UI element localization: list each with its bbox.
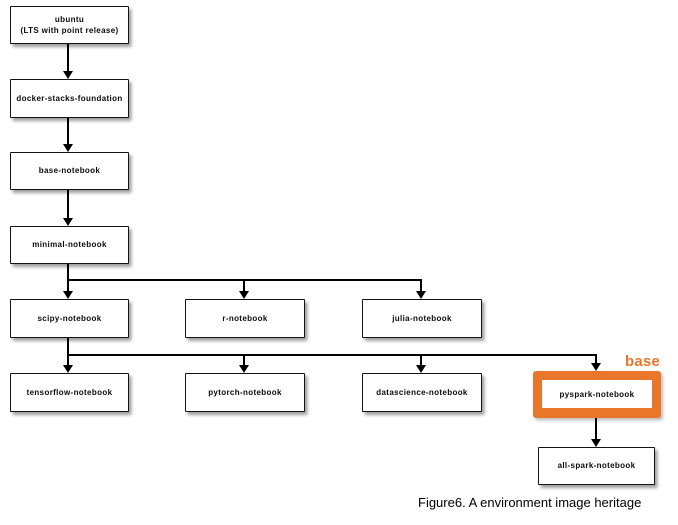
node-label: base-notebook [38,166,101,176]
figure-caption: Figure6. A environment image heritage [418,495,642,510]
arrowhead-icon [239,365,249,373]
highlight-frame: pyspark-notebook [533,371,661,418]
node-pyspark-notebook: pyspark-notebook [542,380,652,408]
node-label: pytorch-notebook [208,387,282,397]
arrowhead-icon [591,439,601,447]
edge-branch2-pytorch [243,354,245,365]
node-r-notebook: r-notebook [185,299,305,338]
arrowhead-icon [63,144,73,152]
node-ubuntu: ubuntu (LTS with point release) [10,6,129,44]
node-scipy-notebook: scipy-notebook [10,299,129,338]
branch-line-1 [67,279,422,281]
edge-branch2-tensorflow [67,354,69,365]
node-label: all-spark-notebook [557,461,636,471]
edge-branch2-pyspark [595,354,597,363]
edge-ubuntu-foundation [67,42,69,71]
edge-scipy-branch [67,336,69,355]
node-pytorch-notebook: pytorch-notebook [185,373,305,412]
arrowhead-icon [63,71,73,79]
highlight-annotation: base [625,353,660,370]
node-label: minimal-notebook [32,240,107,250]
node-label: (LTS with point release) [20,26,119,35]
arrowhead-icon [239,291,249,299]
edge-branch1-julia [420,279,422,291]
edge-branch1-scipy [67,279,69,291]
edge-minimal-branch [67,262,69,280]
node-julia-notebook: julia-notebook [362,299,482,338]
node-label: julia-notebook [392,313,452,323]
node-label: tensorflow-notebook [26,387,113,397]
edge-pyspark-allspark [595,418,597,439]
node-base-notebook: base-notebook [10,152,129,190]
edge-foundation-base [67,116,69,144]
node-label: pyspark-notebook [559,389,635,399]
arrowhead-icon [63,291,73,299]
node-label: r-notebook [222,313,268,323]
node-label: docker-stacks-foundation [16,93,123,103]
edge-branch2-datascience [420,354,422,365]
arrowhead-icon [63,365,73,373]
arrowhead-icon [416,291,426,299]
node-docker-stacks-foundation: docker-stacks-foundation [10,79,129,118]
node-label: datascience-notebook [376,387,468,397]
edge-branch1-r [243,279,245,291]
arrowhead-icon [416,365,426,373]
arrowhead-icon [63,218,73,226]
node-datascience-notebook: datascience-notebook [362,373,482,412]
edge-base-minimal [67,188,69,218]
node-all-spark-notebook: all-spark-notebook [538,447,655,485]
node-minimal-notebook: minimal-notebook [10,226,129,264]
branch-line-2 [67,354,597,356]
arrowhead-icon [591,363,601,371]
node-tensorflow-notebook: tensorflow-notebook [10,373,129,412]
node-label: scipy-notebook [37,313,102,323]
node-label: ubuntu [54,14,85,24]
